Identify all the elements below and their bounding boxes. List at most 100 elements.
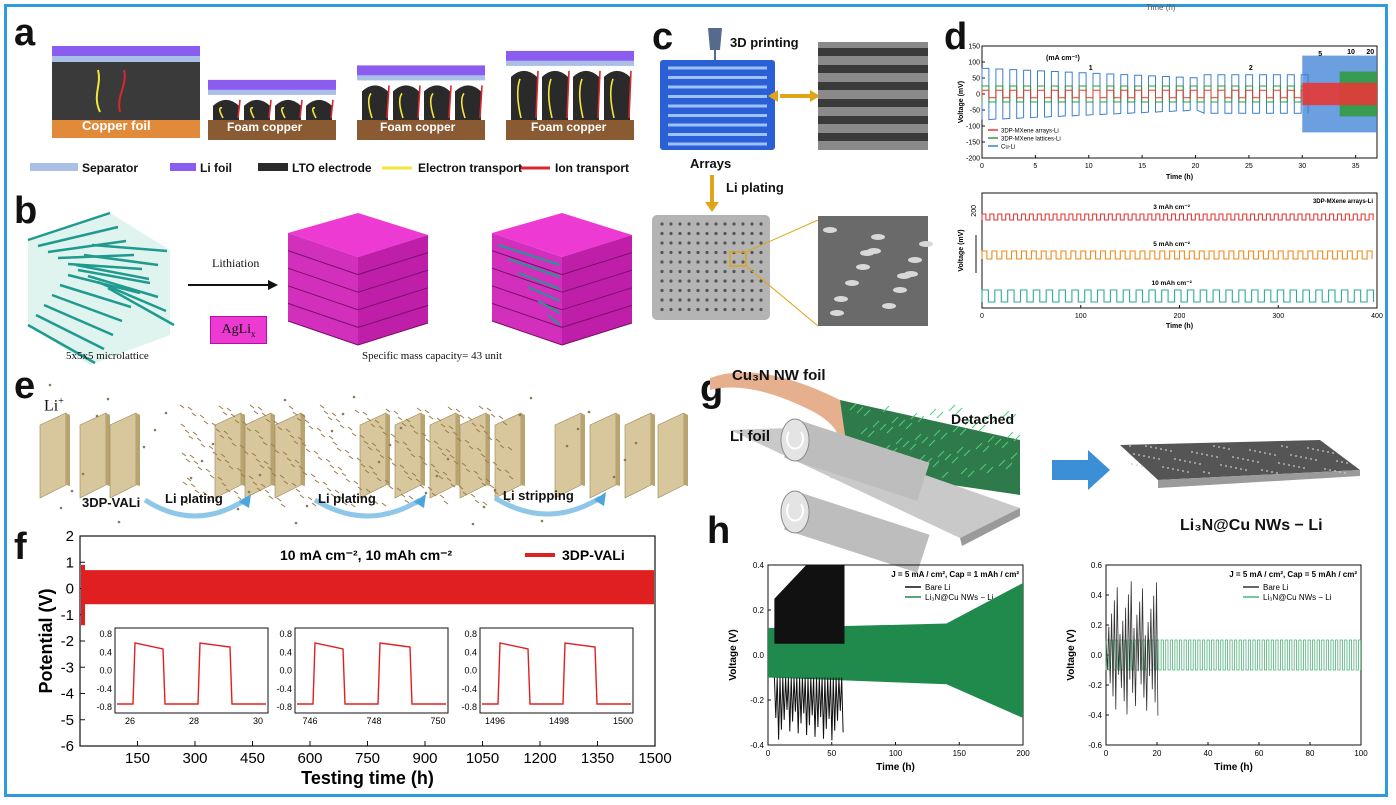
- inset-y-label: 0.4: [99, 647, 112, 657]
- bottom-series-2: [981, 250, 1373, 260]
- li-deposit: [194, 489, 200, 494]
- array-dot: [660, 231, 664, 236]
- li-deposit: [267, 466, 273, 471]
- array-dot: [723, 250, 727, 255]
- x-tick-label: 30: [1298, 163, 1306, 170]
- product-texture: [1298, 466, 1300, 468]
- e-step-4: Li stripping: [503, 488, 574, 503]
- li-deposit: [431, 492, 437, 497]
- product-texture: [1189, 461, 1191, 463]
- nanowire: [990, 417, 998, 425]
- array-dot: [750, 222, 754, 226]
- li-deposit: [296, 417, 302, 422]
- li-deposit: [424, 409, 430, 414]
- lattice-strut: [83, 253, 159, 267]
- li-deposit: [344, 449, 350, 454]
- d-top-axis-title: Time (h): [1146, 3, 1176, 12]
- product-texture: [1283, 463, 1285, 465]
- li-deposit: [410, 453, 416, 458]
- product-texture: [1254, 450, 1256, 452]
- ion-path: [237, 99, 241, 119]
- product-texture: [1295, 455, 1297, 457]
- product-texture: [1133, 453, 1135, 455]
- li-deposit: [459, 414, 465, 419]
- cube-grid: [287, 267, 359, 293]
- nanowire: [975, 442, 983, 450]
- rate-unit: (mA cm⁻²): [1046, 55, 1080, 62]
- electrode-plate-side: [456, 413, 460, 486]
- li-deposit: [202, 491, 208, 496]
- li-ion-particle: [236, 507, 240, 511]
- li-deposit: [299, 494, 305, 499]
- li-ion-particle: [48, 383, 52, 387]
- product-texture: [1196, 452, 1198, 454]
- li-deposit: [481, 482, 487, 487]
- array-dot: [732, 222, 736, 226]
- product-texture: [1332, 452, 1334, 454]
- array-dot: [750, 231, 754, 236]
- nanowire: [1009, 413, 1017, 421]
- array-dot: [687, 307, 691, 312]
- array-dot: [669, 260, 673, 264]
- product-texture: [1324, 468, 1326, 470]
- array-dot: [714, 250, 718, 255]
- li-deposit: [192, 431, 198, 436]
- inset-y-label: -0.8: [96, 702, 112, 712]
- y-tick-label: 0.0: [753, 651, 765, 660]
- panel-e-schematic: [39, 383, 688, 526]
- array-dot: [723, 279, 727, 283]
- x-tick-label: 1200: [523, 750, 556, 767]
- li-deposit: [405, 418, 411, 423]
- li-ion-particle: [95, 414, 99, 418]
- li-foil-slab-edge: [960, 508, 1020, 546]
- nanowire: [937, 450, 945, 458]
- electrode-plate: [214, 412, 242, 499]
- x-axis-label: Testing time (h): [301, 768, 434, 788]
- x-tick-label: 40: [1204, 749, 1213, 758]
- e-step-3: Li plating: [318, 491, 376, 506]
- foam-copper-layer: [506, 120, 634, 140]
- li-deposit: [265, 418, 271, 423]
- li-deposit: [298, 465, 304, 470]
- inset-curve: [297, 642, 446, 705]
- li-deposit: [329, 464, 335, 469]
- li-deposit: [364, 469, 370, 474]
- li-deposit: [408, 495, 414, 500]
- array-dot: [705, 222, 709, 226]
- lto-pillar: [511, 70, 537, 120]
- li-deposit: [489, 484, 495, 489]
- nanowire: [910, 412, 918, 420]
- inset-y-label: 0.0: [279, 666, 292, 676]
- li-deposit: [242, 421, 248, 426]
- bare-li-curve: [1105, 581, 1159, 716]
- li-deposit: [320, 433, 326, 438]
- product-texture: [1271, 471, 1273, 473]
- li-deposit: [301, 442, 307, 447]
- li-deposit: [186, 477, 192, 482]
- arrays-label: Arrays: [690, 156, 732, 171]
- separator-layer: [52, 56, 200, 62]
- lto-layer: [52, 62, 200, 120]
- array-dot: [741, 279, 745, 283]
- nanowire: [956, 446, 964, 454]
- y-axis-label: Voltage (mV): [958, 229, 965, 271]
- array-dot: [660, 222, 664, 226]
- li-deposit: [203, 420, 209, 425]
- electron-path: [578, 78, 584, 119]
- li-deposit: [492, 461, 498, 466]
- array-dot: [714, 279, 718, 283]
- legend-label: Bare Li: [1263, 583, 1289, 592]
- array-dot: [705, 231, 709, 236]
- process-arrow: [1052, 450, 1110, 490]
- li-deposit: [205, 468, 211, 473]
- array-dot: [660, 298, 664, 302]
- array-dot: [750, 250, 754, 255]
- lto-pillar: [455, 85, 481, 120]
- electron-path: [429, 92, 435, 119]
- li-deposit: [373, 500, 379, 505]
- y-tick-label: 2: [66, 528, 74, 545]
- li-deposit: [416, 407, 422, 412]
- cube-grid: [561, 252, 633, 276]
- y-tick-label: 0.4: [753, 561, 765, 570]
